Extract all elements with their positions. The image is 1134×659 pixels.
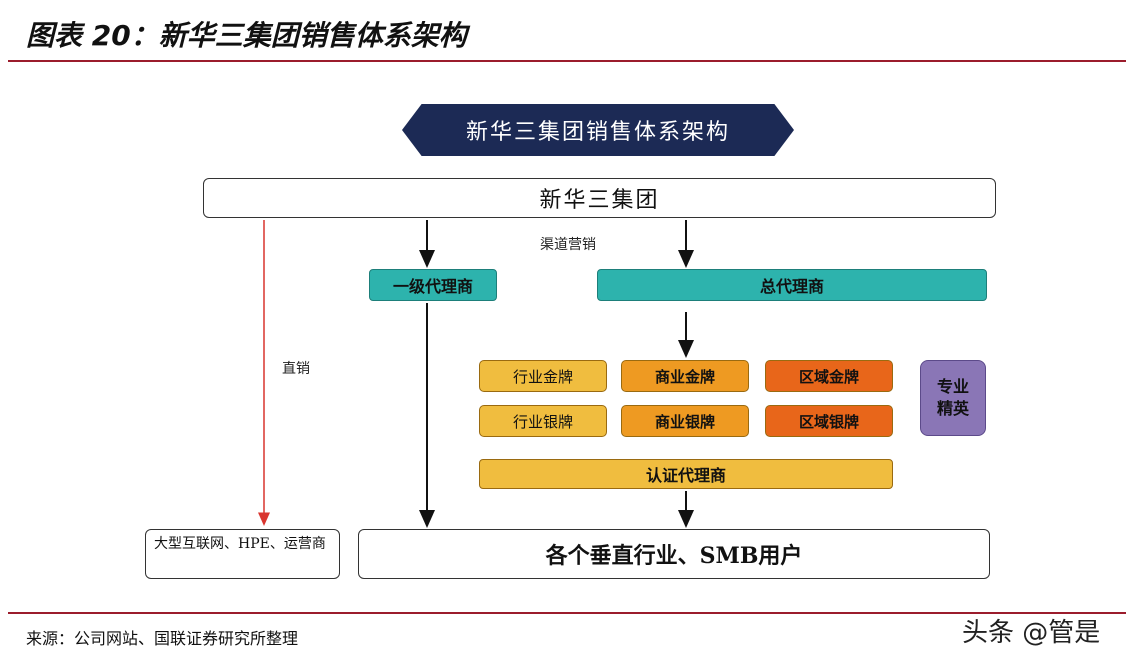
elite-label: 专业精英: [936, 377, 969, 418]
watermark: 头条 @管是: [962, 618, 1101, 648]
regional-gold-node: 区域金牌: [765, 360, 893, 392]
top-rule: [8, 60, 1126, 62]
bottom-rule: [8, 612, 1126, 614]
business-silver-node: 商业银牌: [621, 405, 749, 437]
certified-agent-node: 认证代理商: [479, 459, 893, 489]
direct-customers-node: 大型互联网、HPE、运营商: [145, 529, 340, 579]
end-users-node: 各个垂直行业、SMB用户: [358, 529, 990, 579]
channel-label: 渠道营销: [540, 237, 596, 253]
industry-gold-node: 行业金牌: [479, 360, 607, 392]
direct-label: 直销: [282, 361, 310, 377]
industry-silver-node: 行业银牌: [479, 405, 607, 437]
elite-node: 专业精英: [920, 360, 986, 436]
level1-agent-node: 一级代理商: [369, 269, 497, 301]
general-agent-node: 总代理商: [597, 269, 987, 301]
figure-title: 图表 20：新华三集团销售体系架构: [26, 19, 467, 52]
business-gold-node: 商业金牌: [621, 360, 749, 392]
regional-silver-node: 区域银牌: [765, 405, 893, 437]
source-note: 来源：公司网站、国联证券研究所整理: [26, 629, 299, 648]
diagram-banner: 新华三集团销售体系架构: [402, 104, 794, 156]
group-node: 新华三集团: [203, 178, 996, 218]
